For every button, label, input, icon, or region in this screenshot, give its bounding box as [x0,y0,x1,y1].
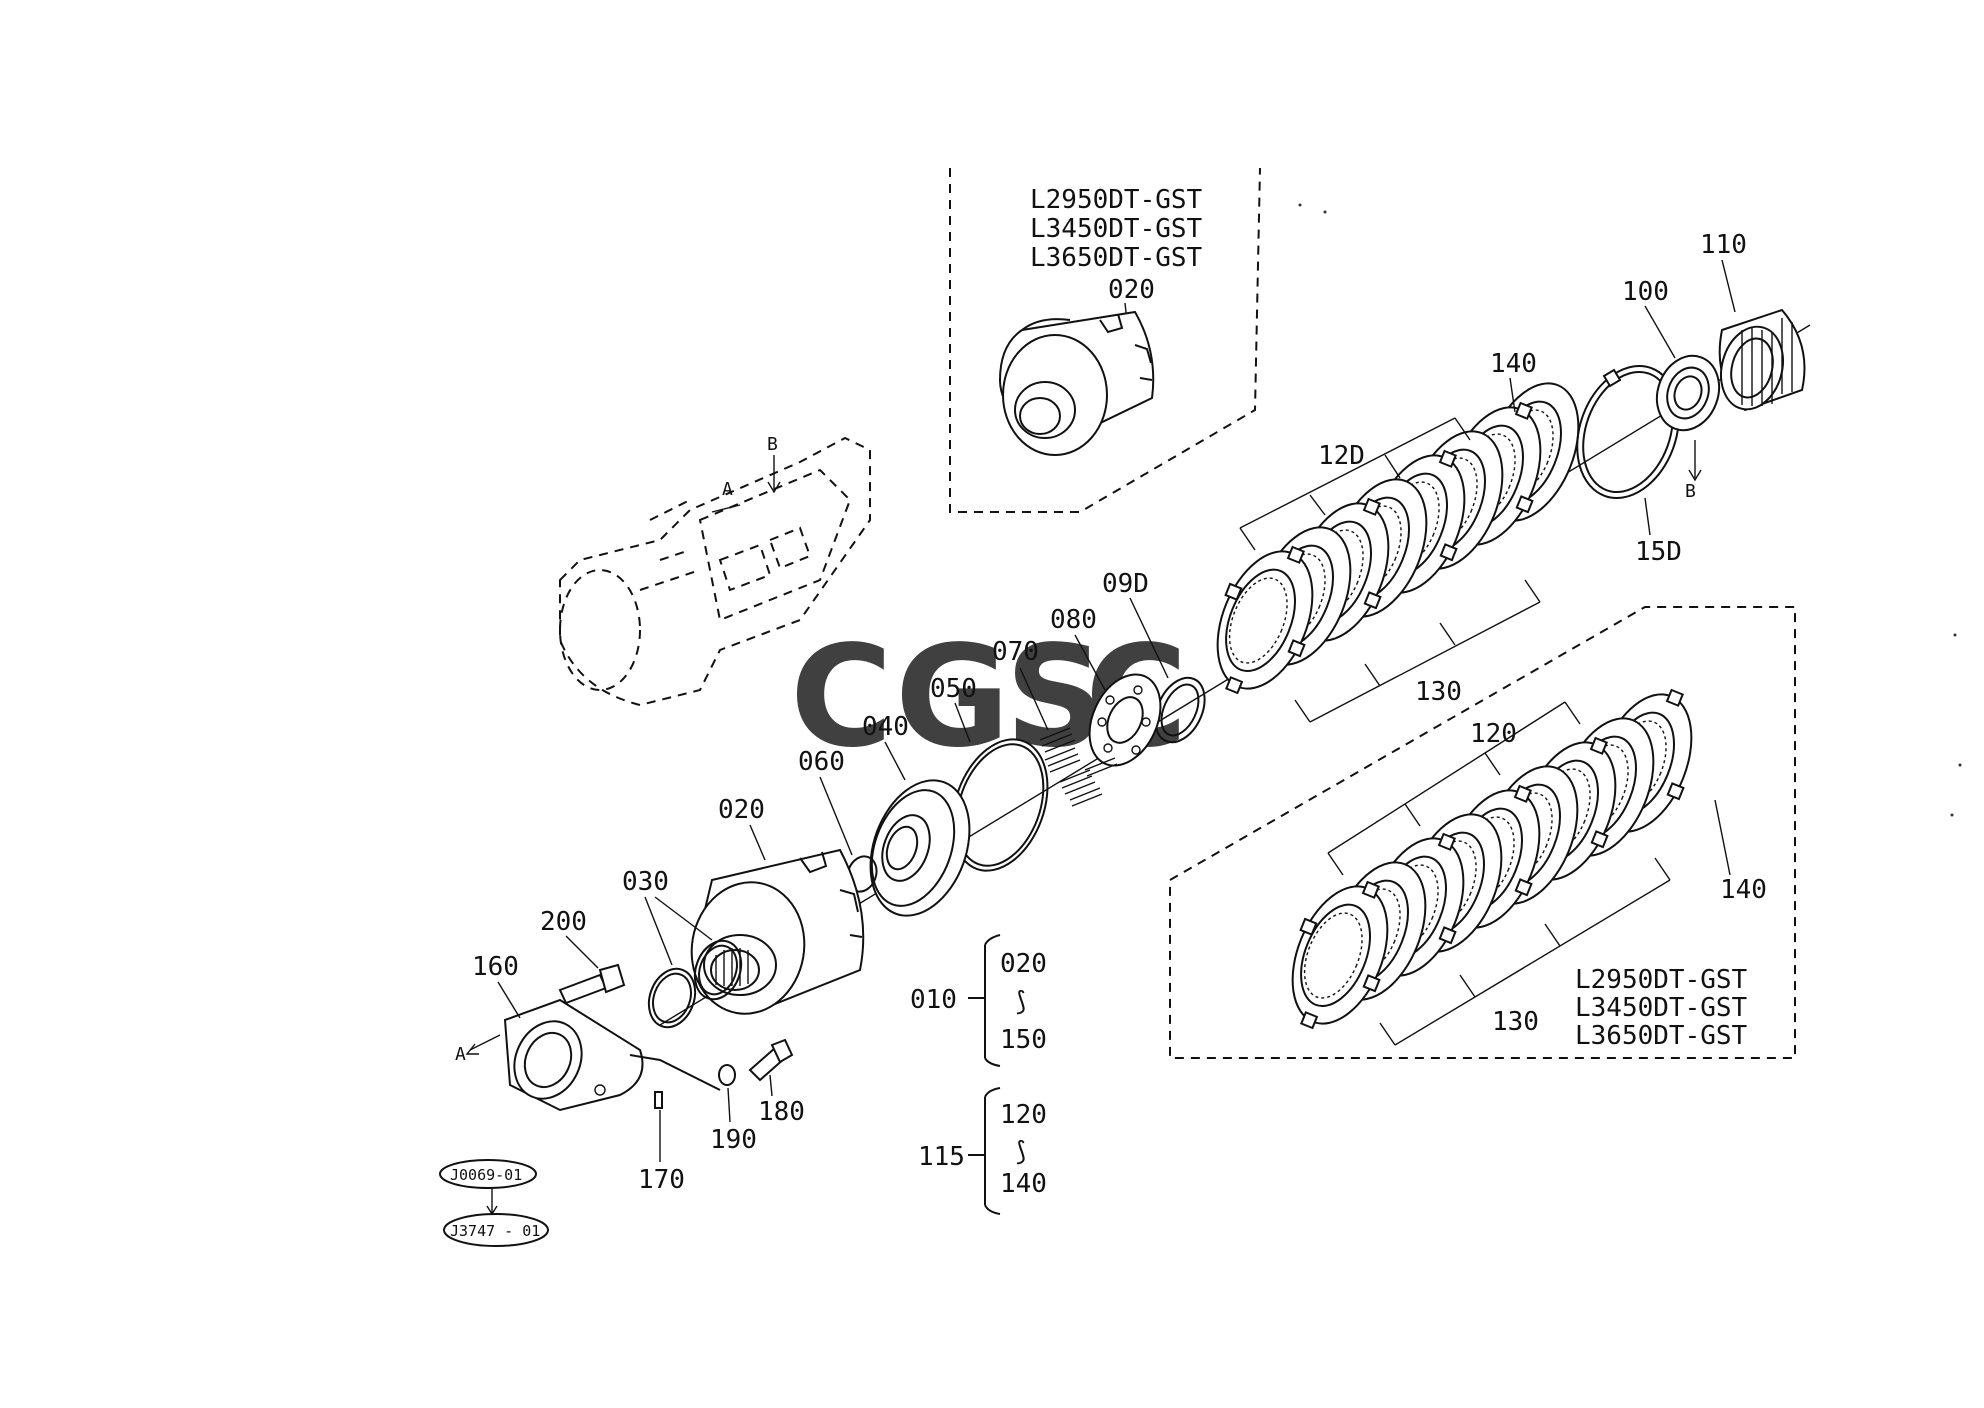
group-115-from: 120 [1000,1100,1047,1130]
model-bottom-1: L2950DT-GST [1575,965,1748,995]
washer-190 [718,1064,736,1086]
bolt-180 [748,1038,794,1082]
callout-070: 070 [992,637,1039,667]
bracket-12D [1239,417,1471,551]
bracket-130-bottom [1379,857,1671,1046]
arrow-a-left-label: A [455,1044,466,1065]
group-115-tilde: ⟆ [1013,1137,1029,1167]
callout-130-top: 130 [1415,677,1462,707]
snap-ring-15D [1576,365,1680,499]
callout-040: 040 [862,712,909,742]
variant-box-bottom: 120 130 140 L2950DT-GST L3450DT-GST L365… [1169,606,1796,1059]
group-010-from: 020 [1000,949,1047,979]
top-stack-plate [1216,545,1314,695]
callout-060: 060 [798,747,845,777]
group-010-id: 010 [910,985,957,1015]
bracket-120 [1327,701,1581,876]
callout-030: 030 [622,867,669,897]
model-bottom-2: L3450DT-GST [1575,993,1748,1023]
ref-code-2: J3747 - 01 [450,1222,540,1240]
callout-110: 110 [1700,230,1747,260]
callout-120-bottom: 120 [1470,719,1517,749]
model-bottom-3: L3650DT-GST [1575,1021,1748,1051]
callout-190: 190 [710,1125,757,1155]
callout-09D: 09D [1102,569,1149,599]
bearing-100 [1655,354,1721,432]
callout-12D: 12D [1318,441,1365,471]
seal-ring-050 [951,738,1049,872]
assembly-group-115: 115 120 ⟆ 140 [918,1087,1047,1215]
callout-020-main: 020 [718,795,765,825]
arrow-b-top-label: B [767,434,778,455]
bolt-200 [558,963,626,1005]
springs-070 [1039,727,1118,807]
group-010-tilde: ⟆ [1013,987,1029,1017]
assembly-group-010: 010 020 ⟆ 150 [910,934,1047,1067]
callout-130-bottom: 130 [1492,1007,1539,1037]
reference-codes: J0069-01 J3747 - 01 [439,1159,549,1247]
plate-stack-bottom [1291,688,1693,1030]
callout-140-top: 140 [1490,349,1537,379]
callout-180: 180 [758,1097,805,1127]
plate-stack-top [1216,382,1580,695]
callout-15D: 15D [1635,537,1682,567]
spring-retainer-080 [1088,673,1162,767]
callout-020-top: 020 [1108,275,1155,305]
ref-code-1: J0069-01 [450,1166,522,1184]
clutch-drum-020 [690,848,865,1015]
callout-160: 160 [472,952,519,982]
scan-specks [1298,203,1962,817]
bottom-stack-plate [1291,880,1389,1030]
piston-040 [869,779,971,917]
clutch-drum-top [998,310,1155,456]
callout-100: 100 [1622,277,1669,307]
watermark-letter-c1: C [790,616,893,779]
group-115-id: 115 [918,1142,965,1172]
bracket-130-top [1294,579,1541,723]
arrow-b-right-label: B [1685,481,1696,502]
variant-box-bottom-border [1169,606,1796,1059]
watermark-letter-s: S [1005,616,1106,779]
model-top-1: L2950DT-GST [1030,185,1203,215]
callout-170: 170 [638,1165,685,1195]
arrow-a-top-label: A [722,479,733,500]
model-top-2: L3450DT-GST [1030,214,1203,244]
model-top-3: L3650DT-GST [1030,243,1203,273]
callout-200: 200 [540,907,587,937]
callout-050: 050 [930,674,977,704]
gear-110 [1718,308,1806,412]
callout-140-bottom: 140 [1720,875,1767,905]
bracket-160 [503,998,721,1112]
variant-box-top: L2950DT-GST L3450DT-GST L3650DT-GST 020 [949,167,1261,513]
group-010-to: 150 [1000,1025,1047,1055]
callout-080: 080 [1050,605,1097,635]
transmission-case: A B [559,434,871,707]
variant-box-top-border [949,167,1261,513]
seal-rings-030 [647,939,743,1029]
group-115-to: 140 [1000,1169,1047,1199]
pin-170 [654,1091,663,1109]
